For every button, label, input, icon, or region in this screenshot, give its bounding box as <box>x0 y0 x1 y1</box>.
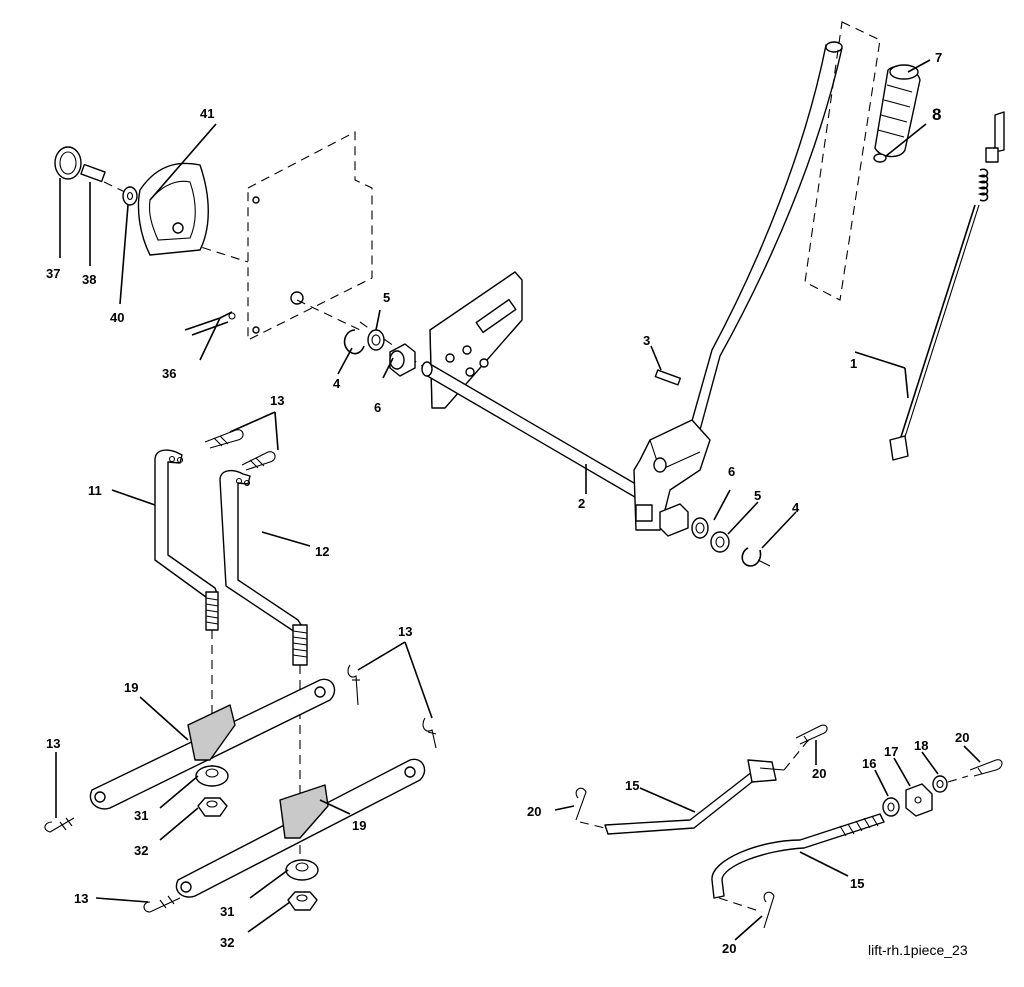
label-part-17: 17 <box>884 744 898 759</box>
part-16-nut <box>882 797 900 817</box>
pivot-plate <box>429 271 523 409</box>
label-part-12: 12 <box>315 544 329 559</box>
label-part-6-right: 6 <box>728 464 735 479</box>
part-32-nut-upper <box>197 797 228 817</box>
label-part-13-top: 13 <box>270 393 284 408</box>
part-13-clip-top-b <box>241 451 276 471</box>
figure-caption: lift-rh.1piece_23 <box>868 942 968 958</box>
label-part-11: 11 <box>88 483 102 498</box>
part-32-nut-lower <box>287 891 318 911</box>
part-8-ring <box>873 153 887 163</box>
part-5-washer-right <box>710 531 730 553</box>
label-part-19-upper: 19 <box>124 680 138 695</box>
label-part-20-mid: 20 <box>812 766 826 781</box>
part-17-block <box>905 783 933 817</box>
part-15-rod-lower <box>711 813 885 913</box>
part-38-bolt <box>80 163 126 193</box>
fender-panel <box>187 131 373 341</box>
part-6-bushing-left <box>389 343 416 377</box>
label-part-20-left: 20 <box>527 804 541 819</box>
label-part-13-left: 13 <box>46 736 60 751</box>
part-13-clip-bottom <box>143 895 181 913</box>
part-13-clip-left <box>44 817 75 833</box>
part-13-clip-right-b <box>422 717 437 749</box>
part-4-clip-right <box>741 547 771 567</box>
part-15-rod-upper <box>579 737 811 835</box>
label-part-4-left: 4 <box>333 376 341 391</box>
part-3-pin <box>654 369 682 386</box>
label-part-15-upper: 15 <box>625 778 639 793</box>
label-part-31-upper: 31 <box>134 808 148 823</box>
part-7-grip <box>874 64 921 158</box>
label-part-13-right: 13 <box>398 624 412 639</box>
callout-labels: 1 2 3 4 4 5 5 6 6 7 8 11 12 13 13 13 13 … <box>46 50 969 956</box>
label-part-5-right: 5 <box>754 488 761 503</box>
label-part-5-left: 5 <box>383 290 390 305</box>
part-13-clip-top-a <box>204 429 244 449</box>
label-part-40: 40 <box>110 310 124 325</box>
part-31-nut-upper <box>195 765 229 787</box>
label-part-31-lower: 31 <box>220 904 234 919</box>
leader-lines <box>55 59 981 941</box>
part-5-washer-left <box>367 329 385 351</box>
part-4-clip-left <box>343 329 365 355</box>
label-part-19-lower: 19 <box>352 818 366 833</box>
part-12-link <box>219 469 308 666</box>
part-20-clip-c <box>969 759 1003 777</box>
part-19-arm-upper <box>89 678 336 810</box>
label-part-2: 2 <box>578 496 585 511</box>
label-part-20-right: 20 <box>955 730 969 745</box>
part-40-washer <box>122 186 138 206</box>
part-1-rod <box>889 111 1005 461</box>
label-part-20-bottom: 20 <box>722 941 736 956</box>
grip-guide <box>804 21 881 301</box>
label-part-3: 3 <box>643 333 650 348</box>
label-part-32-upper: 32 <box>134 843 148 858</box>
part-13-clip-right-a <box>347 664 360 706</box>
label-part-6-left: 6 <box>374 400 381 415</box>
label-part-1: 1 <box>850 356 857 371</box>
part-18-ferrule <box>932 775 969 793</box>
label-part-36: 36 <box>162 366 176 381</box>
label-part-8: 8 <box>932 105 941 124</box>
label-part-7: 7 <box>935 50 942 65</box>
label-part-15-lower: 15 <box>850 876 864 891</box>
part-36-clip <box>184 311 236 336</box>
label-part-41: 41 <box>200 106 214 121</box>
lift-lever <box>633 41 843 531</box>
part-37-ring <box>54 146 82 180</box>
label-part-4-right: 4 <box>792 500 800 515</box>
part-19-arm-lower <box>175 758 426 898</box>
part-20-clip-d <box>763 891 775 929</box>
label-part-38: 38 <box>82 272 96 287</box>
part-11-link <box>154 449 219 631</box>
part-20-clip-a <box>575 787 587 821</box>
label-part-18: 18 <box>914 738 928 753</box>
part-41-knob <box>137 162 209 256</box>
label-part-37: 37 <box>46 266 60 281</box>
label-part-13-bottom: 13 <box>74 891 88 906</box>
part-6-bushing-right <box>659 503 709 539</box>
part-31-nut-lower <box>285 859 319 881</box>
part-20-clip-b <box>795 724 828 745</box>
label-part-16: 16 <box>862 756 876 771</box>
label-part-32-lower: 32 <box>220 935 234 950</box>
